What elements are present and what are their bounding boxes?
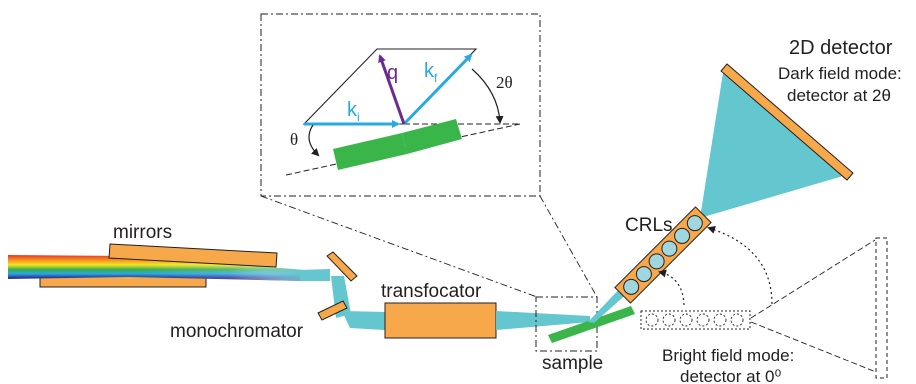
monochromator-label: monochromator — [170, 321, 304, 342]
sample-crystal — [548, 306, 635, 343]
inset-projection-left — [260, 195, 538, 298]
bright-field-crl-lens — [713, 313, 727, 327]
focused-beam — [496, 311, 590, 330]
crl-lens — [635, 266, 652, 283]
crls-label: CRLs — [625, 215, 673, 236]
sample-box — [535, 296, 598, 352]
transfocator-label: transfocator — [381, 281, 482, 302]
crl-stack — [614, 206, 712, 304]
bright-field-crl-lens — [679, 313, 693, 327]
bright-field-crl-stack — [640, 310, 751, 330]
crl-lens — [674, 227, 691, 244]
dark-field-detector — [720, 63, 854, 181]
crl-lens — [623, 278, 640, 295]
detector-rotation-arc — [707, 226, 773, 305]
dark-field-label-line2: detector at 2θ — [787, 86, 891, 105]
monochromator-crystal-1 — [326, 251, 358, 282]
transfocator-box — [384, 302, 497, 339]
k-i-label: ki — [347, 99, 360, 124]
sample-label: sample — [542, 353, 603, 374]
theta-label: θ — [290, 130, 298, 149]
crl-lens — [686, 215, 703, 232]
bright-field-cone-upper — [750, 239, 876, 319]
monochromator-crystal-2 — [317, 300, 348, 321]
dark-field-label-line1: Dark field mode: — [778, 64, 902, 83]
dark-field-beam-cone — [700, 73, 843, 218]
bright-field-crl-lens — [696, 313, 710, 327]
theta-arc — [308, 124, 320, 157]
diffracted-beam — [588, 284, 631, 323]
q-label: q — [387, 62, 398, 84]
bright-field-cone-lower — [750, 321, 877, 373]
crl-lens — [661, 240, 678, 257]
two-theta-arc — [471, 68, 504, 124]
inset-sample-crystal — [333, 133, 407, 170]
bright-field-crl-lens — [730, 313, 744, 327]
inset-sample-crystal-top — [402, 119, 462, 154]
detector-title: 2D detector — [789, 37, 893, 59]
bright-field-detector — [875, 237, 888, 379]
crl-lens — [648, 253, 665, 270]
upper-mirror — [108, 243, 278, 268]
bright-field-crl-housing — [640, 310, 751, 330]
monochromatic-beam — [342, 311, 385, 330]
bright-field-crl-lens — [662, 313, 676, 327]
bright-field-label-line2: detector at 0⁰ — [680, 367, 782, 384]
q-vector — [378, 54, 406, 125]
two-theta-label: 2θ — [496, 73, 513, 92]
crl-rotation-arc — [658, 269, 685, 306]
inset-projection-right — [539, 195, 598, 298]
bright-field-crl-lens — [645, 313, 659, 327]
k-f-label: kf — [424, 60, 438, 85]
mirrors-label: mirrors — [113, 222, 172, 243]
k-f-vector — [402, 53, 473, 126]
inset-frame — [260, 13, 541, 197]
bright-field-label-line1: Bright field mode: — [662, 346, 794, 365]
beam-to-monochromator — [300, 269, 330, 281]
